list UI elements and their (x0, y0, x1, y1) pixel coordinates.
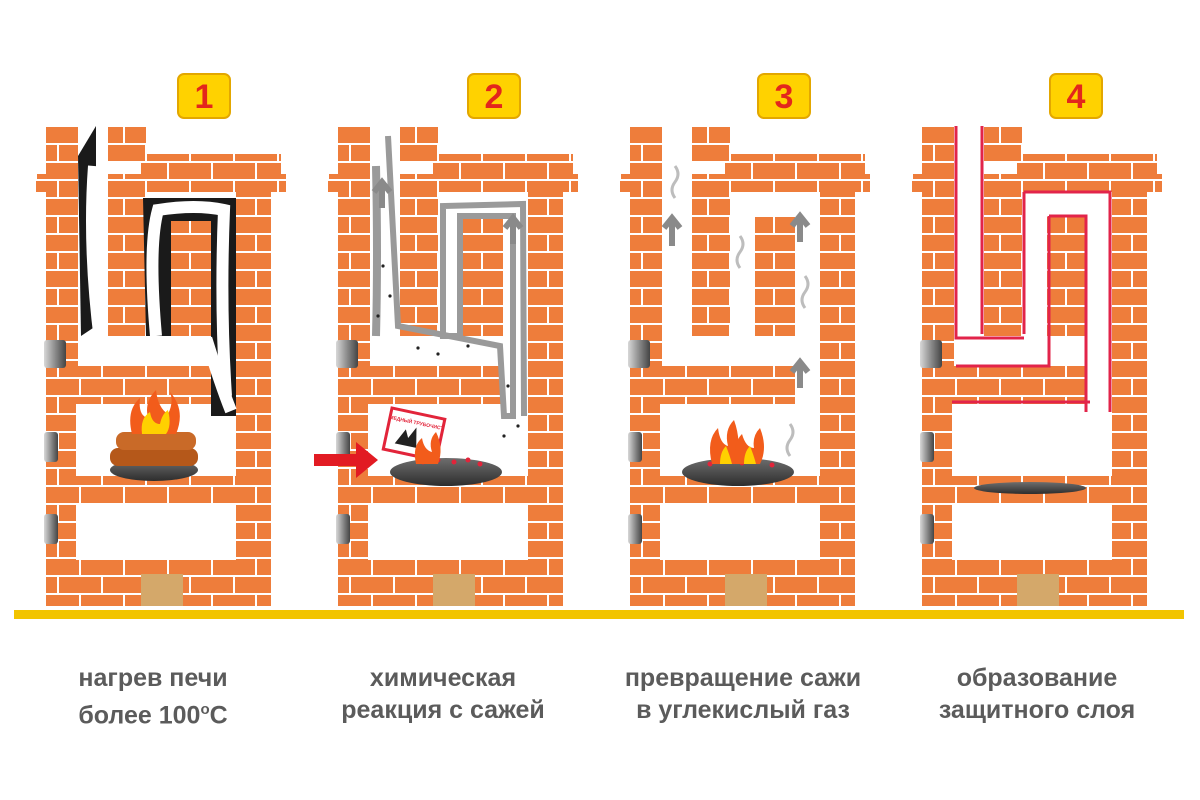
caption-4-line-2: защитного слоя (938, 696, 1136, 724)
caption-4-line-1: образование (956, 664, 1118, 692)
stove-1 (36, 126, 286, 606)
svg-text:4: 4 (1067, 78, 1086, 116)
stove-2: МЕДНЫЙ ТРУБОЧИСТ (314, 126, 578, 606)
stove-3 (620, 126, 870, 606)
caption-3-line-2: в углекислый газ (636, 696, 850, 724)
caption-1-line-1: нагрев печи (78, 664, 228, 692)
caption-1-line-2: более 100оС (78, 701, 228, 730)
step-badge-2: 2 (467, 73, 521, 119)
step-badge-3: 3 (757, 73, 811, 119)
fire-icon (710, 420, 764, 464)
caption-2-line-2: реакция с сажей (341, 696, 545, 724)
ground-line (14, 610, 1184, 619)
stove-4 (912, 126, 1162, 606)
caption-3-line-1: превращение сажи (624, 664, 862, 692)
caption-step-3: превращение сажи в углекислый газ (598, 662, 888, 726)
caption-2-line-1: химическая (369, 664, 517, 692)
chimney-sweep-sign: МЕДНЫЙ ТРУБОЧИСТ (381, 406, 447, 463)
svg-text:2: 2 (485, 78, 504, 116)
svg-text:1: 1 (195, 78, 214, 116)
fire-icon (110, 390, 198, 481)
caption-step-2: химическая реакция с сажей (298, 662, 588, 726)
caption-step-4: образование защитного слоя (892, 662, 1182, 726)
step-badge-1: 1 (177, 73, 231, 119)
step-badge-4: 4 (1049, 73, 1103, 119)
caption-step-1: нагрев печи более 100оС (8, 662, 298, 731)
red-arrow (314, 442, 378, 478)
svg-text:3: 3 (775, 78, 794, 116)
